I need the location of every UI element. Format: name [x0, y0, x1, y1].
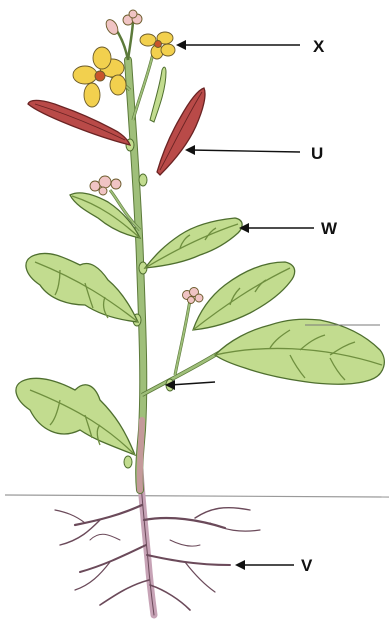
flower-small	[140, 32, 175, 59]
leaf-upper-right	[193, 262, 295, 330]
leaf-middle-right	[145, 218, 242, 268]
soil-line	[5, 495, 389, 497]
arrow-u	[190, 150, 300, 152]
label-x: X	[313, 38, 324, 55]
label-w: W	[321, 220, 337, 237]
label-u: U	[311, 145, 323, 162]
label-v: V	[301, 557, 312, 574]
root-system	[55, 470, 260, 615]
leaf-large-right	[215, 319, 384, 384]
leaf-bottom-left	[16, 378, 135, 455]
flower-buds-middle	[90, 176, 121, 195]
seed-pod-small	[150, 67, 166, 122]
flower-buds-right	[183, 288, 204, 304]
flower-large	[73, 47, 126, 107]
arrow-stem	[170, 382, 215, 385]
leaf-lower-left	[26, 253, 138, 322]
flower-buds-top	[104, 10, 142, 36]
